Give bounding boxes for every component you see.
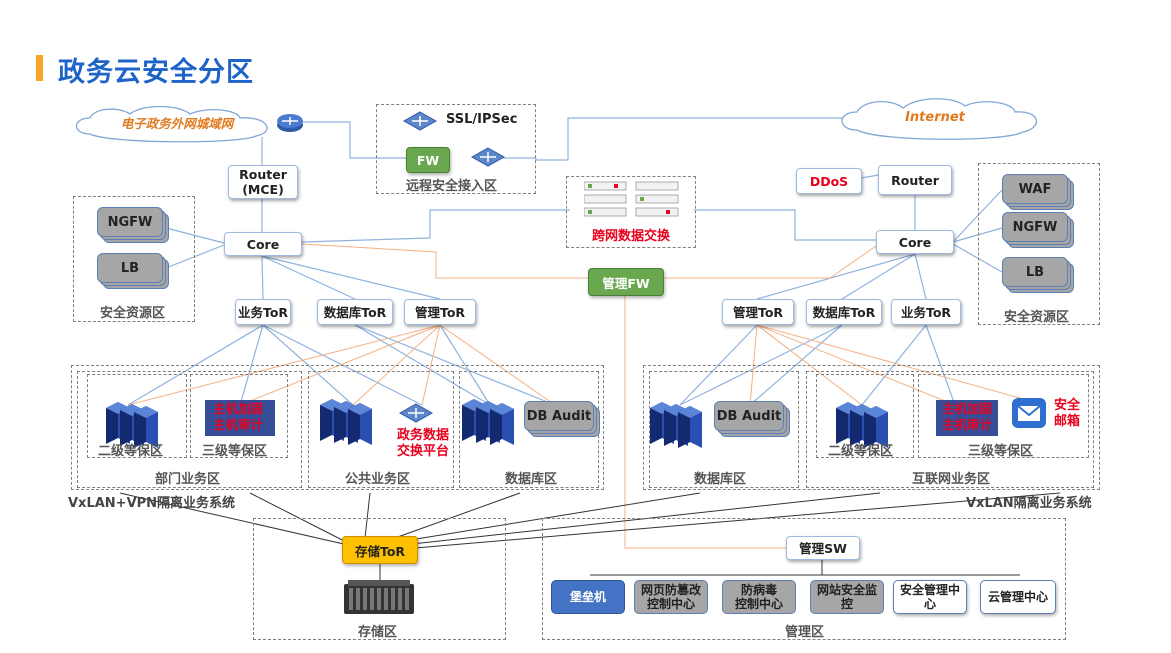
right-db-audit: DB Audit — [714, 401, 790, 439]
right-host-audit: 主机审计 — [941, 417, 992, 432]
page-title: 政务云安全分区 — [58, 57, 254, 88]
right-db-zone-label: 数据库区 — [694, 472, 747, 487]
mail-line1: 安全 — [1053, 398, 1080, 413]
right-business-zone — [643, 365, 1100, 490]
dept-business-zone — [77, 371, 302, 488]
storage-zone — [253, 518, 506, 640]
server-icon — [462, 399, 514, 445]
right-tor-business: 业务ToR — [891, 299, 961, 325]
left-cloud-label: 电子政务外网城域网 — [120, 116, 234, 131]
left-lb: LB — [97, 253, 169, 291]
right-waf-label: WAF — [1002, 174, 1068, 204]
title-accent-bar — [36, 55, 43, 81]
mgmt-zone — [542, 518, 1066, 640]
right-waf: WAF — [1002, 174, 1074, 212]
ddos-node: DDoS — [796, 168, 862, 194]
left-ngfw: NGFW — [97, 207, 169, 245]
web-tamper-center: 网页防篡改 控制中心 — [634, 580, 708, 614]
internet-zone-label: 互联网业务区 — [912, 472, 991, 487]
left-host-audit: 主机审计 — [212, 417, 263, 432]
right-level2-label: 二级等保区 — [828, 444, 894, 459]
right-sec-zone-label: 安全资源区 — [1004, 310, 1070, 325]
dept-zone-label: 部门业务区 — [155, 472, 221, 487]
right-cloud-label: Internet — [905, 110, 965, 125]
storage-tor: 存储ToR — [342, 536, 418, 564]
left-security-zone — [73, 196, 195, 322]
left-level2-zone — [87, 374, 187, 458]
right-db-zone — [649, 371, 799, 488]
security-mgmt-center: 安全管理中 心 — [893, 580, 967, 614]
left-host-harden: 主机加固 — [212, 401, 263, 416]
left-lb-label: LB — [97, 253, 163, 283]
left-core: Core — [224, 232, 302, 256]
right-lb: LB — [1002, 257, 1074, 295]
left-level3-zone — [190, 374, 288, 458]
storage-array-icon — [344, 580, 414, 614]
server-icon — [320, 399, 372, 445]
remote-fw: FW — [406, 147, 450, 173]
exchange-platform-line2: 交换平台 — [396, 444, 449, 459]
right-level3-label: 三级等保区 — [968, 444, 1034, 459]
public-business-zone — [308, 371, 454, 488]
host-security-icon — [205, 400, 275, 436]
left-router: Router (MCE) — [228, 165, 298, 199]
right-level2-zone — [816, 374, 914, 458]
site-monitor: 网站安全监 控 — [810, 580, 884, 614]
antivirus-center: 防病毒 控制中心 — [722, 580, 796, 614]
left-tor-mgmt: 管理ToR — [404, 299, 476, 325]
mgmt-sw: 管理SW — [786, 536, 860, 560]
mgmt-zone-label: 管理区 — [785, 625, 825, 640]
right-lb-label: LB — [1002, 257, 1068, 287]
mail-line2: 邮箱 — [1053, 414, 1080, 429]
remote-zone-label: 远程安全接入区 — [406, 179, 498, 194]
cross-exchange-label: 跨网数据交换 — [591, 229, 670, 244]
right-level3-zone — [918, 374, 1089, 458]
vpn-gateway-icon — [402, 111, 438, 131]
right-tor-mgmt: 管理ToR — [722, 299, 794, 325]
right-db-audit-label: DB Audit — [714, 401, 784, 431]
left-db-zone-label: 数据库区 — [505, 472, 558, 487]
left-db-audit: DB Audit — [524, 401, 600, 439]
switch-icon — [470, 147, 506, 167]
mail-icon — [1012, 398, 1046, 428]
right-ngfw-label: NGFW — [1002, 212, 1068, 242]
left-tor-business: 业务ToR — [235, 299, 291, 325]
left-tor-db: 数据库ToR — [317, 299, 393, 325]
exchange-devices-icon — [584, 181, 679, 217]
left-vxlan-label: VxLAN+VPN隔离业务系统 — [68, 496, 236, 511]
right-ngfw: NGFW — [1002, 212, 1074, 250]
left-sec-zone-label: 安全资源区 — [100, 306, 166, 321]
left-level2-label: 二级等保区 — [98, 444, 164, 459]
right-tor-db: 数据库ToR — [806, 299, 882, 325]
right-vxlan-label: VxLAN隔离业务系统 — [966, 496, 1092, 511]
left-business-zone — [71, 365, 604, 490]
exchange-switch-icon — [398, 403, 434, 423]
left-db-audit-label: DB Audit — [524, 401, 594, 431]
ssl-ipsec-label: SSL/IPSec — [446, 112, 518, 127]
left-level3-label: 三级等保区 — [202, 444, 268, 459]
remote-access-zone — [376, 104, 536, 194]
left-cloud — [75, 105, 268, 143]
right-cloud — [841, 98, 1038, 140]
mgmt-fw: 管理FW — [588, 268, 664, 296]
router-icon — [277, 114, 303, 132]
left-router-label: Router (MCE) — [239, 167, 287, 197]
right-security-zone — [978, 163, 1100, 325]
public-zone-label: 公共业务区 — [345, 472, 411, 487]
cloud-mgmt-center: 云管理中心 — [980, 580, 1056, 614]
host-security-icon — [936, 400, 998, 436]
left-ngfw-label: NGFW — [97, 207, 163, 237]
right-router: Router — [878, 165, 952, 195]
internet-business-zone — [806, 371, 1094, 488]
bastion-host: 堡垒机 — [551, 580, 625, 614]
cross-exchange-zone — [566, 176, 696, 248]
right-host-harden: 主机加固 — [941, 401, 992, 416]
exchange-platform-line1: 政务数据 — [396, 428, 449, 443]
storage-zone-label: 存储区 — [358, 625, 398, 640]
right-core: Core — [876, 230, 954, 254]
